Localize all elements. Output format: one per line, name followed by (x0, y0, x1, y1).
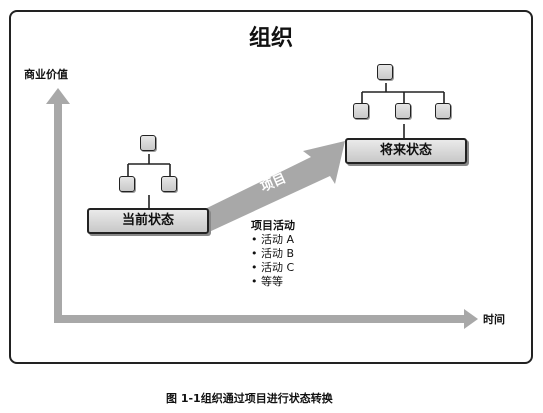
y-axis (46, 88, 70, 322)
current-org-top-node (140, 135, 156, 151)
x-axis-label: 时间 (483, 313, 505, 326)
current-org-connectors (127, 154, 171, 208)
figure-caption: 图 1-1组织通过项目进行状态转换 (166, 392, 333, 405)
diagram-title: 组织 (249, 26, 294, 51)
activities-block: 项目活动 • 活动 A • 活动 B • 活动 C • 等等 (251, 219, 295, 289)
diagram-frame (9, 10, 533, 364)
future-org-top-node (377, 64, 393, 80)
activities-heading: 项目活动 (251, 219, 295, 232)
future-org-middle-node (395, 103, 411, 119)
current-org-right-node (161, 176, 177, 192)
current-org-left-node (119, 176, 135, 192)
future-org-left-node (353, 103, 369, 119)
current-state-label: 当前状态 (121, 213, 174, 228)
activity-item: • 活动 C (251, 261, 295, 274)
current-state-box: 当前状态 (87, 208, 209, 234)
future-org-connectors (361, 83, 445, 138)
activity-item: • 等等 (251, 275, 283, 288)
activity-item: • 活动 B (251, 247, 295, 260)
x-axis (54, 309, 478, 329)
transition-arrow (207, 141, 345, 232)
future-state-box: 将来状态 (345, 138, 467, 164)
future-org-right-node (435, 103, 451, 119)
y-axis-label: 商业价值 (24, 68, 68, 81)
activity-item: • 活动 A (251, 233, 295, 246)
future-state-label: 将来状态 (379, 143, 432, 158)
